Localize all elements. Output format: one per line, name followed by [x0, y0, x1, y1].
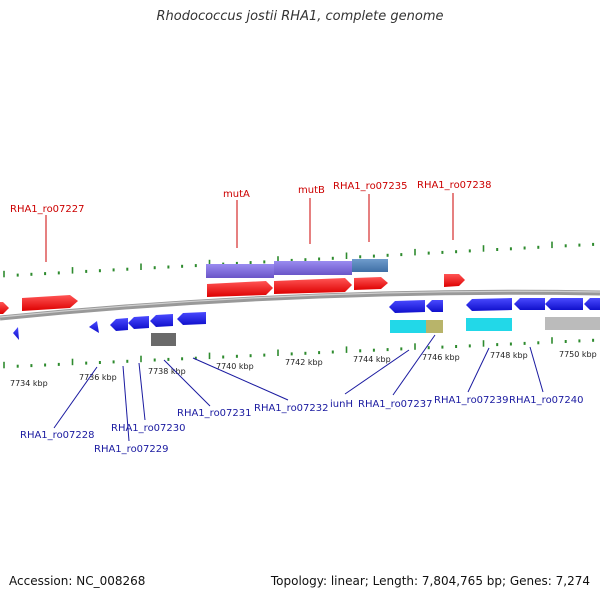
gene-label-RHA1_ro07231[interactable]: RHA1_ro07231: [177, 408, 252, 419]
gene-label-RHA1_ro07230[interactable]: RHA1_ro07230: [111, 423, 186, 434]
gene-arrow-RHA1_ro07238[interactable]: [444, 274, 465, 287]
gene-arrow-RHA1_ro07229[interactable]: [110, 318, 128, 331]
feature-highlight-mutA[interactable]: [206, 264, 274, 278]
leader-line-RHA1_ro07230: [138, 362, 146, 421]
gene-label-RHA1_ro07240[interactable]: RHA1_ro07240: [509, 395, 584, 406]
scale-label: 7746 kbp: [422, 353, 460, 362]
genome-backbone-highlight: [0, 290, 600, 318]
scale-label: 7734 kbp: [10, 379, 48, 388]
gene-arrow-RHA1_ro07230[interactable]: [128, 316, 149, 329]
leader-line-iunH: [344, 349, 410, 395]
gene-arrow-right-edge[interactable]: [584, 298, 600, 310]
scale-labels: 7734 kbp 7736 kbp 7738 kbp 7740 kbp 7742…: [10, 350, 597, 388]
scale-label: 7736 kbp: [79, 373, 117, 382]
gene-arrow-RHA1_ro07240-b[interactable]: [545, 298, 583, 310]
accession-text: Accession: NC_008268: [9, 574, 146, 588]
leader-line-RHA1_ro07240: [529, 346, 544, 393]
feature-highlight-RHA1_ro07235[interactable]: [352, 259, 388, 272]
scale-label: 7742 kbp: [285, 358, 323, 367]
gene-arrow-RHA1_ro07228[interactable]: [89, 321, 99, 333]
genome-title: Rhodococcus jostii RHA1, complete genome: [156, 9, 444, 24]
feature-gray-block-small[interactable]: [151, 333, 176, 346]
gene-arrow-mutB[interactable]: [274, 278, 352, 294]
leader-line-RHA1_ro07237: [392, 334, 436, 396]
feature-gray-RHA1_ro07240[interactable]: [545, 317, 600, 330]
genome-backbone: [0, 289, 600, 321]
scale-ticks-bottom: [3, 337, 595, 369]
forward-features: [0, 259, 465, 314]
leader-line-RHA1_ro07231: [163, 359, 211, 407]
feature-cyan-RHA1_ro07239[interactable]: [466, 318, 512, 331]
gene-arrow-RHA1_ro07232[interactable]: [177, 312, 206, 325]
gene-label-mutB[interactable]: mutB: [298, 185, 325, 196]
scale-label: 7750 kbp: [559, 350, 597, 359]
scale-label: 7744 kbp: [353, 355, 391, 364]
gene-arrow-RHA1_ro07235[interactable]: [354, 277, 388, 290]
gene-label-RHA1_ro07227[interactable]: RHA1_ro07227: [10, 204, 85, 215]
scale-label: 7738 kbp: [148, 367, 186, 376]
leader-line-RHA1_ro07232: [192, 357, 289, 401]
gene-arrow-left-edge[interactable]: [0, 302, 9, 314]
gene-arrow-iunH[interactable]: [389, 300, 425, 313]
feature-khaki-RHA1_ro07237[interactable]: [426, 320, 443, 333]
gene-arrow-RHA1_ro07240-a[interactable]: [514, 298, 545, 310]
gene-label-RHA1_ro07228[interactable]: RHA1_ro07228: [20, 430, 95, 441]
leader-line-RHA1_ro07239: [467, 347, 490, 393]
bottom-gene-labels: RHA1_ro07228 RHA1_ro07229 RHA1_ro07230 R…: [20, 334, 584, 455]
scale-label: 7748 kbp: [490, 351, 528, 360]
gene-arrow-RHA1_ro07231[interactable]: [150, 314, 173, 327]
gene-arrow-reverse-small[interactable]: [13, 327, 19, 340]
gene-label-RHA1_ro07239[interactable]: RHA1_ro07239: [434, 395, 509, 406]
gene-label-RHA1_ro07237[interactable]: RHA1_ro07237: [358, 399, 433, 410]
gene-label-RHA1_ro07232[interactable]: RHA1_ro07232: [254, 403, 329, 414]
leader-line-RHA1_ro07228: [53, 366, 98, 429]
feature-cyan-iunH[interactable]: [390, 320, 426, 333]
gene-label-mutA[interactable]: mutA: [223, 189, 250, 200]
leader-line-RHA1_ro07229: [122, 365, 130, 442]
genome-summary-text: Topology: linear; Length: 7,804,765 bp; …: [270, 574, 590, 588]
gene-label-RHA1_ro07229[interactable]: RHA1_ro07229: [94, 444, 169, 455]
gene-arrow-RHA1_ro07227[interactable]: [22, 295, 78, 311]
gene-arrow-RHA1_ro07239[interactable]: [466, 298, 512, 311]
gene-arrow-RHA1_ro07237[interactable]: [426, 300, 443, 312]
gene-arrow-mutA[interactable]: [207, 281, 273, 297]
top-gene-labels: RHA1_ro07227 mutA mutB RHA1_ro07235 RHA1…: [10, 180, 492, 262]
gene-label-RHA1_ro07238[interactable]: RHA1_ro07238: [417, 180, 492, 191]
gene-label-iunH[interactable]: iunH: [330, 399, 353, 410]
scale-label: 7740 kbp: [216, 362, 254, 371]
reverse-features: [13, 298, 600, 346]
gene-label-RHA1_ro07235[interactable]: RHA1_ro07235: [333, 181, 408, 192]
feature-highlight-mutB[interactable]: [274, 261, 352, 275]
